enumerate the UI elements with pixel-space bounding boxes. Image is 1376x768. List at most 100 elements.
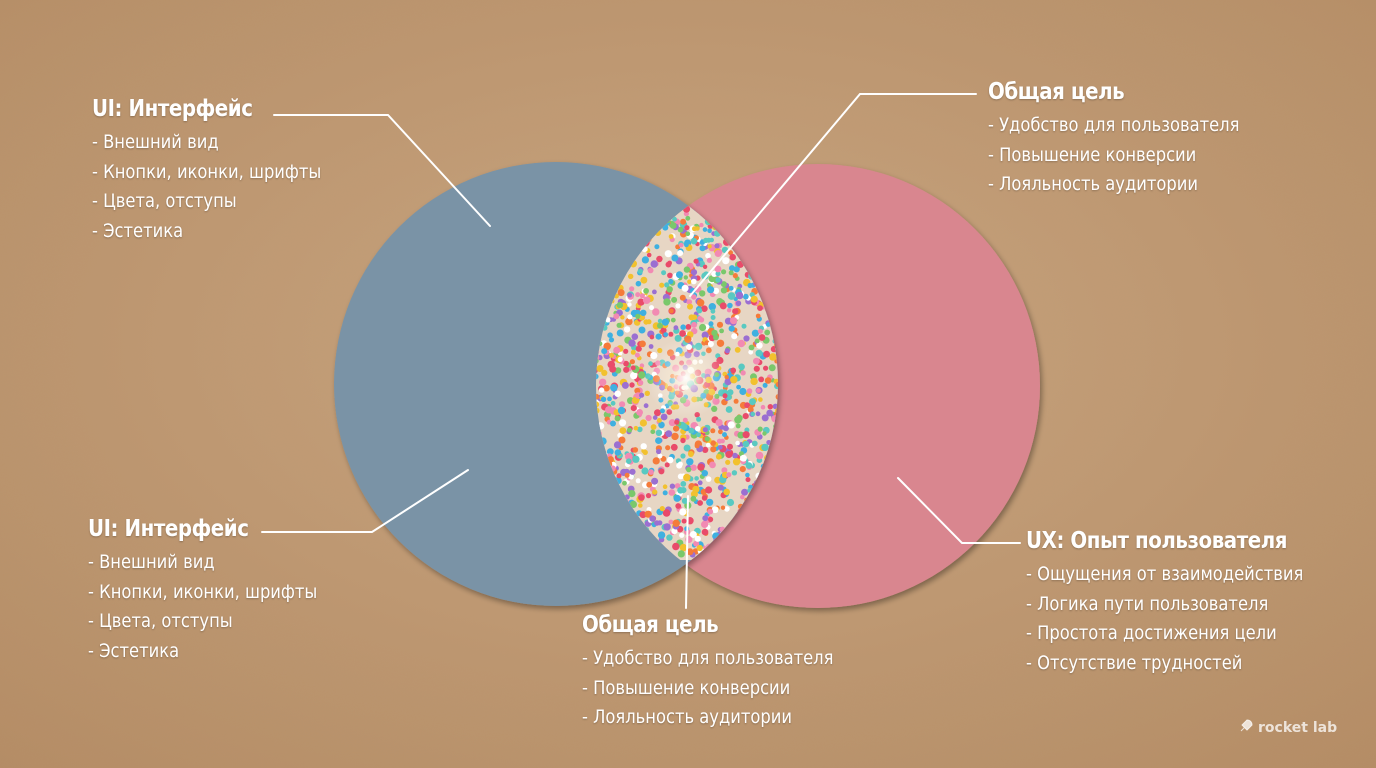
sprinkle xyxy=(766,322,771,327)
sprinkle xyxy=(642,449,648,455)
sprinkle xyxy=(680,423,688,430)
sprinkle xyxy=(702,515,709,522)
sprinkle xyxy=(662,490,668,496)
sprinkle xyxy=(705,476,712,482)
sprinkle xyxy=(715,453,722,460)
brand-text: rocket lab xyxy=(1258,720,1338,736)
sprinkle xyxy=(740,494,745,500)
ui-title-bottom: UI: Интерфейс xyxy=(88,516,249,542)
ui-items-top: Внешний вид Кнопки, иконки, шрифты Цвета… xyxy=(92,128,359,246)
sprinkle xyxy=(607,332,613,339)
sprinkle xyxy=(685,324,692,330)
sprinkle xyxy=(677,461,683,467)
sprinkle xyxy=(624,472,630,478)
sprinkle xyxy=(699,290,706,297)
sprinkle xyxy=(737,339,745,348)
sprinkle xyxy=(701,331,709,339)
sprinkle xyxy=(723,488,730,496)
sprinkle xyxy=(671,432,679,441)
sprinkle xyxy=(609,352,614,358)
sprinkle xyxy=(630,365,636,371)
sprinkle xyxy=(645,414,652,422)
sprinkle xyxy=(664,462,670,468)
ui-item: Кнопки, иконки, шрифты xyxy=(92,158,321,188)
leader-line-ui-bottom xyxy=(261,469,469,533)
sprinkle xyxy=(643,403,649,409)
sprinkle xyxy=(643,288,649,294)
sprinkle xyxy=(702,446,709,453)
sprinkle xyxy=(714,243,720,249)
sprinkle xyxy=(696,432,701,438)
sprinkle xyxy=(701,305,708,313)
ui-items-bottom: Внешний вид Кнопки, иконки, шрифты Цвета… xyxy=(88,548,355,666)
sprinkle xyxy=(762,382,768,388)
sprinkle xyxy=(619,419,627,427)
sprinkle xyxy=(657,322,663,329)
sprinkle xyxy=(694,535,701,542)
ui-item: Внешний вид xyxy=(92,128,321,158)
sprinkle xyxy=(728,285,734,291)
sprinkle xyxy=(692,485,700,493)
sprinkle xyxy=(722,257,730,265)
sprinkle xyxy=(768,364,776,372)
sprinkle xyxy=(616,329,624,337)
sprinkle xyxy=(610,420,616,427)
sprinkle xyxy=(649,334,655,340)
sprinkle xyxy=(742,413,749,420)
sprinkle xyxy=(708,303,716,311)
goal-label-bottom: Общая цель Удобство для пользователя Пов… xyxy=(582,612,874,733)
sprinkle xyxy=(668,278,674,285)
sprinkle xyxy=(750,295,758,303)
sprinkle xyxy=(610,400,616,406)
sprinkle xyxy=(623,366,630,373)
sprinkle xyxy=(635,478,641,484)
sprinkle xyxy=(749,398,756,406)
sprinkle xyxy=(750,377,758,386)
sprinkle xyxy=(724,378,732,386)
sprinkle xyxy=(732,458,741,466)
sprinkle xyxy=(730,376,738,384)
sprinkle xyxy=(655,429,663,436)
sprinkle xyxy=(730,317,738,325)
sprinkle xyxy=(722,425,729,432)
ui-label-bottom: UI: Интерфейс Внешний вид Кнопки, иконки… xyxy=(88,516,355,666)
ux-item: Отсутствие трудностей xyxy=(1026,649,1303,679)
sprinkle xyxy=(728,270,734,276)
sprinkle xyxy=(699,222,704,228)
sprinkle xyxy=(635,345,642,352)
sprinkle xyxy=(702,427,708,433)
sprinkle xyxy=(646,252,652,258)
sprinkle xyxy=(712,287,720,295)
sprinkle xyxy=(622,480,627,486)
sprinkle xyxy=(650,429,656,435)
sprinkle xyxy=(613,313,620,320)
ux-item: Ощущения от взаимодействия xyxy=(1026,560,1303,590)
sprinkle xyxy=(707,341,714,347)
sprinkle xyxy=(657,418,662,423)
sprinkle xyxy=(667,272,673,279)
sprinkle xyxy=(686,299,693,305)
sprinkle xyxy=(649,305,654,311)
sprinkle xyxy=(721,467,728,474)
sprinkle xyxy=(657,453,663,459)
sprinkle xyxy=(652,308,660,316)
sprinkle xyxy=(631,333,639,341)
sprinkle xyxy=(730,367,737,374)
sprinkle xyxy=(668,489,676,496)
sprinkle xyxy=(680,437,686,444)
sprinkle xyxy=(686,458,694,466)
sprinkle xyxy=(635,280,642,287)
sprinkle xyxy=(669,483,676,489)
sprinkle xyxy=(638,464,644,469)
sprinkle xyxy=(696,416,702,422)
sprinkle xyxy=(679,294,686,301)
sprinkle xyxy=(596,365,604,372)
sprinkle xyxy=(672,216,677,222)
sprinkle xyxy=(680,324,686,331)
sprinkle xyxy=(657,531,666,539)
sprinkle xyxy=(668,419,676,427)
sprinkle xyxy=(725,406,733,413)
sprinkle xyxy=(617,406,626,415)
sprinkle xyxy=(630,349,636,355)
sprinkle xyxy=(724,506,730,512)
